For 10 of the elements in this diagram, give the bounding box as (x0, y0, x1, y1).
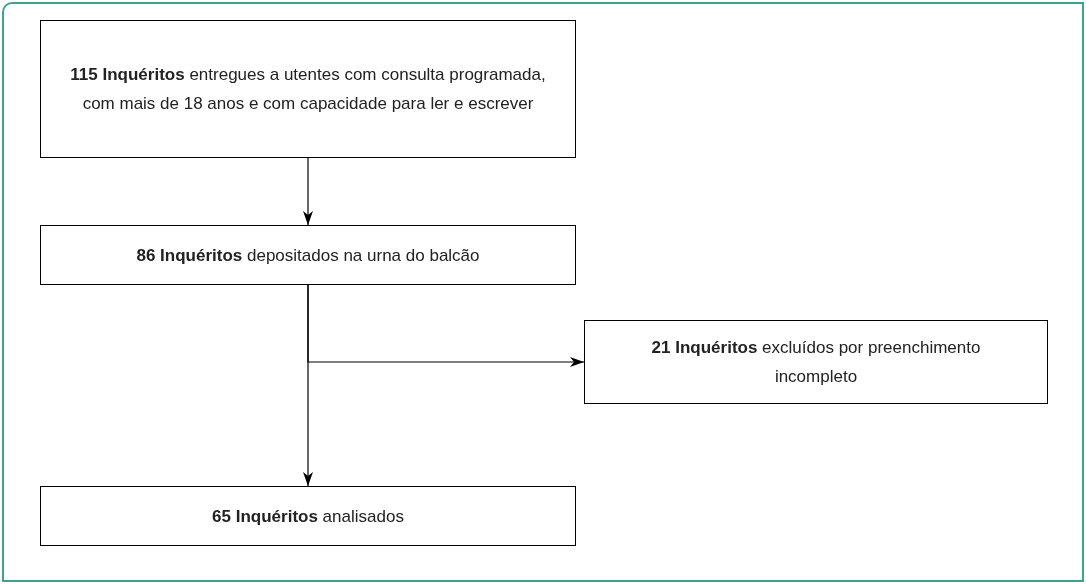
arrow (303, 157, 313, 226)
arrow (303, 284, 313, 487)
box-text: 21 Inquéritos excluídos por preenchimento incompleto (650, 337, 982, 388)
process-box (40, 225, 576, 285)
box-text: 65 Inquéritos analisados (212, 505, 404, 528)
box-text: 115 Inquéritos entregues a utentes com consulta programada, com mais de 18 anos e com capacidade para ler e escrever (69, 64, 547, 115)
process-box (40, 486, 576, 546)
process-box (584, 320, 1048, 404)
process-box (40, 20, 576, 158)
box-text: 86 Inquéritos depositados na urna do balcão (136, 244, 480, 267)
